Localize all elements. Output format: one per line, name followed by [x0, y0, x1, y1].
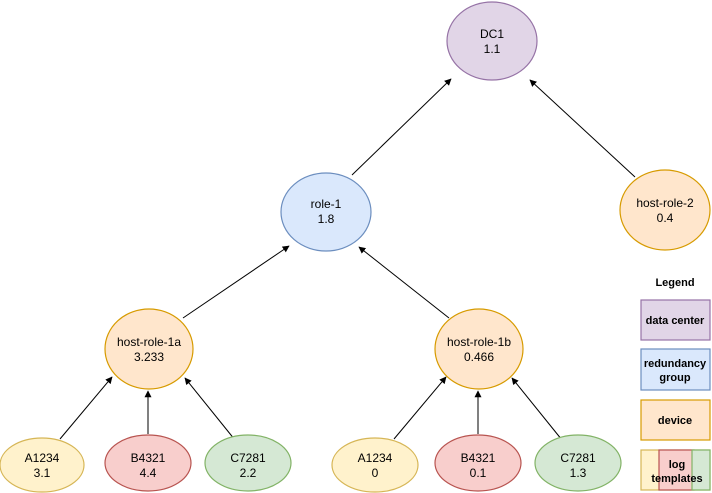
node-name: B4321 [461, 451, 496, 465]
legend: Legend data center redundancy group devi… [640, 277, 711, 491]
node-name: B4321 [131, 451, 166, 465]
node-host-role-1b[interactable]: host-role-1b 0.466 [434, 308, 524, 390]
legend-label-line2: group [659, 372, 690, 384]
legend-label: device [658, 415, 692, 427]
legend-device: device [640, 399, 711, 441]
legend-label-line1: redundancy [644, 358, 707, 370]
node-c7281-right[interactable]: C7281 1.3 [534, 434, 622, 492]
legend-log-templates: log templates [640, 449, 711, 491]
node-value: 2.2 [240, 466, 257, 480]
node-name: host-role-1b [447, 335, 511, 349]
node-role-1[interactable]: role-1 1.8 [280, 172, 372, 252]
edges [59, 78, 636, 441]
edge-c7281-left-to-host-role-1a [184, 377, 236, 441]
node-value: 3.1 [34, 466, 51, 480]
edge-host-role-1b-to-role1 [358, 246, 450, 319]
node-name: A1234 [358, 451, 393, 465]
edge-host-role-2-to-dc1 [529, 79, 636, 178]
node-name: host-role-1a [117, 335, 181, 349]
node-a1234-right[interactable]: A1234 0 [331, 437, 419, 493]
node-value: 1.1 [484, 42, 501, 56]
legend-label: data center [646, 315, 705, 327]
node-name: A1234 [25, 451, 60, 465]
node-b4321-right[interactable]: B4321 0.1 [434, 434, 522, 492]
node-name: host-role-2 [636, 196, 694, 210]
edge-role1-to-dc1 [351, 78, 452, 176]
node-name: C7281 [230, 451, 266, 465]
node-a1234-left[interactable]: A1234 3.1 [0, 437, 85, 493]
legend-data-center: data center [640, 299, 711, 341]
edge-a1234-left-to-host-role-1a [59, 376, 113, 440]
node-c7281-left[interactable]: C7281 2.2 [204, 434, 292, 492]
node-value: 3.233 [134, 350, 164, 364]
node-value: 4.4 [140, 466, 157, 480]
legend-title: Legend [655, 277, 694, 289]
node-value: 1.3 [570, 466, 587, 480]
legend-redundancy-group: redundancy group [640, 348, 711, 391]
node-name: role-1 [311, 197, 342, 211]
node-value: 0.4 [657, 211, 674, 225]
node-host-role-1a[interactable]: host-role-1a 3.233 [104, 308, 194, 390]
node-name: C7281 [560, 451, 596, 465]
node-host-role-2[interactable]: host-role-2 0.4 [619, 169, 711, 251]
edge-host-role-1a-to-role1 [182, 245, 290, 319]
edge-c7281-right-to-host-role-1b [511, 377, 563, 441]
node-value: 1.8 [318, 212, 335, 226]
node-dc1[interactable]: DC1 1.1 [446, 1, 538, 81]
legend-label-line1: log [669, 459, 686, 471]
edge-a1234-right-to-host-role-1b [393, 376, 447, 440]
node-name: DC1 [480, 27, 504, 41]
node-value: 0 [372, 466, 379, 480]
node-b4321-left[interactable]: B4321 4.4 [104, 434, 192, 492]
node-value: 0.466 [464, 350, 494, 364]
legend-label-line2: templates [651, 473, 702, 485]
node-value: 0.1 [470, 466, 487, 480]
